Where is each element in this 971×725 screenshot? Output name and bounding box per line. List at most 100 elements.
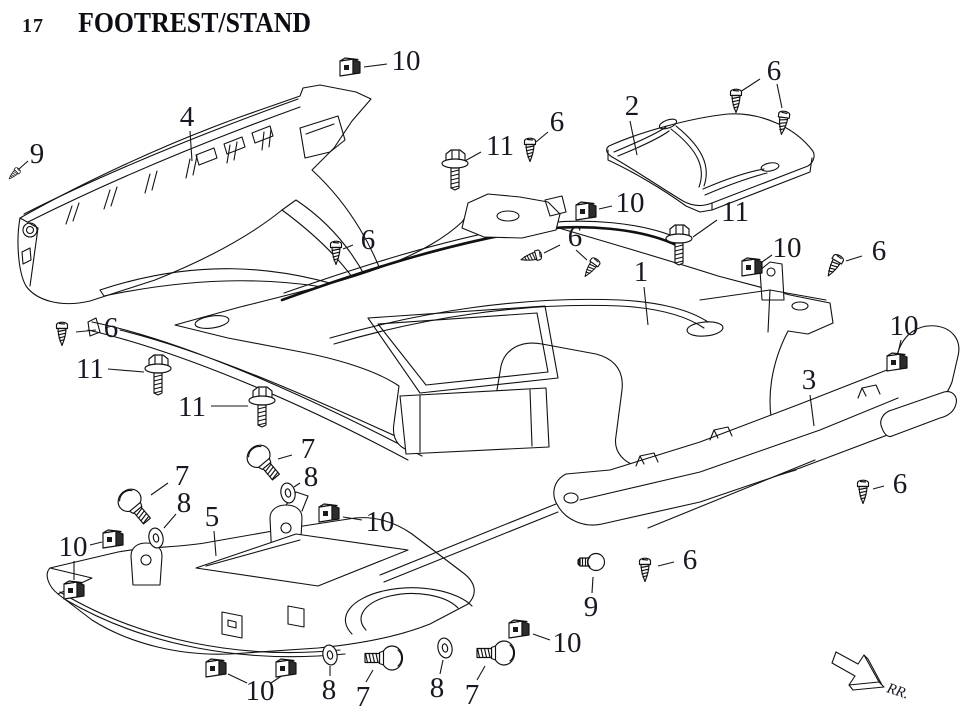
bolt7-fastener	[476, 640, 516, 666]
leader-line	[18, 160, 29, 170]
leader-line	[342, 244, 354, 250]
callout-11-label: 11	[721, 196, 749, 228]
clip-fastener	[205, 658, 227, 678]
leader-line	[543, 244, 561, 254]
callout-6-label: 6	[361, 224, 376, 256]
leader-line	[363, 63, 388, 68]
part-2-floor-mat	[606, 113, 815, 213]
clip-fastener	[102, 529, 124, 549]
leader-line	[365, 669, 374, 683]
leader-line	[342, 516, 363, 521]
callout-3-label: 3	[802, 364, 817, 396]
leader-line	[227, 673, 248, 684]
callout-6-label: 6	[767, 55, 782, 87]
callout-10-label: 10	[246, 675, 275, 707]
callout-10-label: 10	[59, 531, 88, 563]
part-1-floorboard	[87, 193, 834, 480]
bolt-fastener	[248, 386, 276, 428]
clip-fastener	[508, 619, 530, 639]
leader-line	[657, 561, 675, 567]
callout-10-label: 10	[553, 627, 582, 659]
callout-10-label: 10	[773, 232, 802, 264]
rear-direction-indicator: RR.	[831, 651, 911, 703]
section-number: 17	[22, 15, 44, 37]
callout-10-label: 10	[616, 187, 645, 219]
screw-fastener	[523, 137, 537, 163]
clip-fastener	[318, 503, 340, 523]
page-title: FOOTREST/STAND	[78, 8, 311, 39]
leader-line	[845, 255, 863, 262]
leader-line	[809, 394, 815, 427]
leader-line	[150, 482, 169, 496]
leader-line	[107, 368, 145, 373]
leader-line	[535, 131, 549, 143]
callout-7-label: 7	[301, 433, 316, 465]
leader-line	[598, 205, 613, 210]
leader-line	[213, 530, 217, 557]
callout-10-label: 10	[366, 506, 395, 538]
leader-line	[189, 130, 193, 162]
leader-line	[872, 485, 885, 490]
leader-line	[293, 482, 301, 488]
callout-2-label: 2	[625, 90, 640, 122]
callout-11-label: 11	[486, 130, 514, 162]
leader-line	[532, 633, 551, 641]
pin-fastener	[577, 552, 606, 572]
leader-line	[439, 659, 444, 675]
leader-line	[629, 120, 638, 156]
bolt-fastener	[144, 354, 172, 396]
clip-fastener	[339, 57, 361, 77]
leader-line	[761, 254, 773, 263]
leader-line	[643, 286, 649, 326]
diagram-line-art: RR.	[17, 84, 960, 703]
clip-fastener	[275, 658, 297, 678]
callout-6-label: 6	[893, 468, 908, 500]
bolt7-fastener	[242, 440, 286, 486]
screw-fastener	[329, 240, 343, 266]
rear-direction-label: RR.	[884, 680, 911, 702]
leader-line	[591, 576, 594, 594]
screw-fastener	[638, 557, 652, 583]
part-5-under-cover	[46, 491, 559, 658]
callout-8-label: 8	[430, 672, 445, 704]
bolt7-fastener	[113, 484, 157, 530]
leader-line	[462, 151, 482, 163]
part-3-side-trim	[553, 325, 960, 529]
leader-line	[739, 78, 761, 93]
callout-8-label: 8	[322, 674, 337, 706]
bolt7-fastener	[364, 645, 404, 671]
clip-fastener	[741, 257, 763, 277]
callout-8-label: 8	[304, 461, 319, 493]
leader-line	[776, 83, 783, 109]
clip-fastener	[63, 580, 85, 600]
callout-1-label: 1	[634, 256, 649, 288]
callout-6-label: 6	[104, 312, 119, 344]
callout-5-label: 5	[205, 501, 220, 533]
callout-10-label: 10	[392, 45, 421, 77]
page-header: 17 FOOTREST/STAND	[0, 8, 321, 40]
screw-fastener	[729, 88, 743, 114]
rear-arrow-icon	[831, 651, 880, 686]
callout-7-label: 7	[465, 679, 480, 711]
callout-4-label: 4	[180, 101, 195, 133]
bolt-fastener	[665, 224, 693, 266]
clip-fastener	[886, 352, 908, 372]
callout-9-label: 9	[30, 138, 45, 170]
callout-6-label: 6	[550, 106, 565, 138]
washer-fastener	[278, 481, 298, 505]
callout-7-label: 7	[356, 681, 371, 713]
callout-7-label: 7	[175, 460, 190, 492]
part-4-left-side-panel	[17, 84, 391, 305]
callout-11-label: 11	[178, 391, 206, 423]
leader-line	[476, 665, 486, 681]
leader-line	[277, 454, 293, 460]
clip-fastener	[575, 201, 597, 221]
callout-6-label: 6	[568, 221, 583, 253]
leader-line	[692, 219, 718, 238]
leader-line	[75, 329, 97, 333]
bolt-fastener	[441, 149, 469, 191]
callout-6-label: 6	[683, 544, 698, 576]
callout-10-label: 10	[890, 310, 919, 342]
